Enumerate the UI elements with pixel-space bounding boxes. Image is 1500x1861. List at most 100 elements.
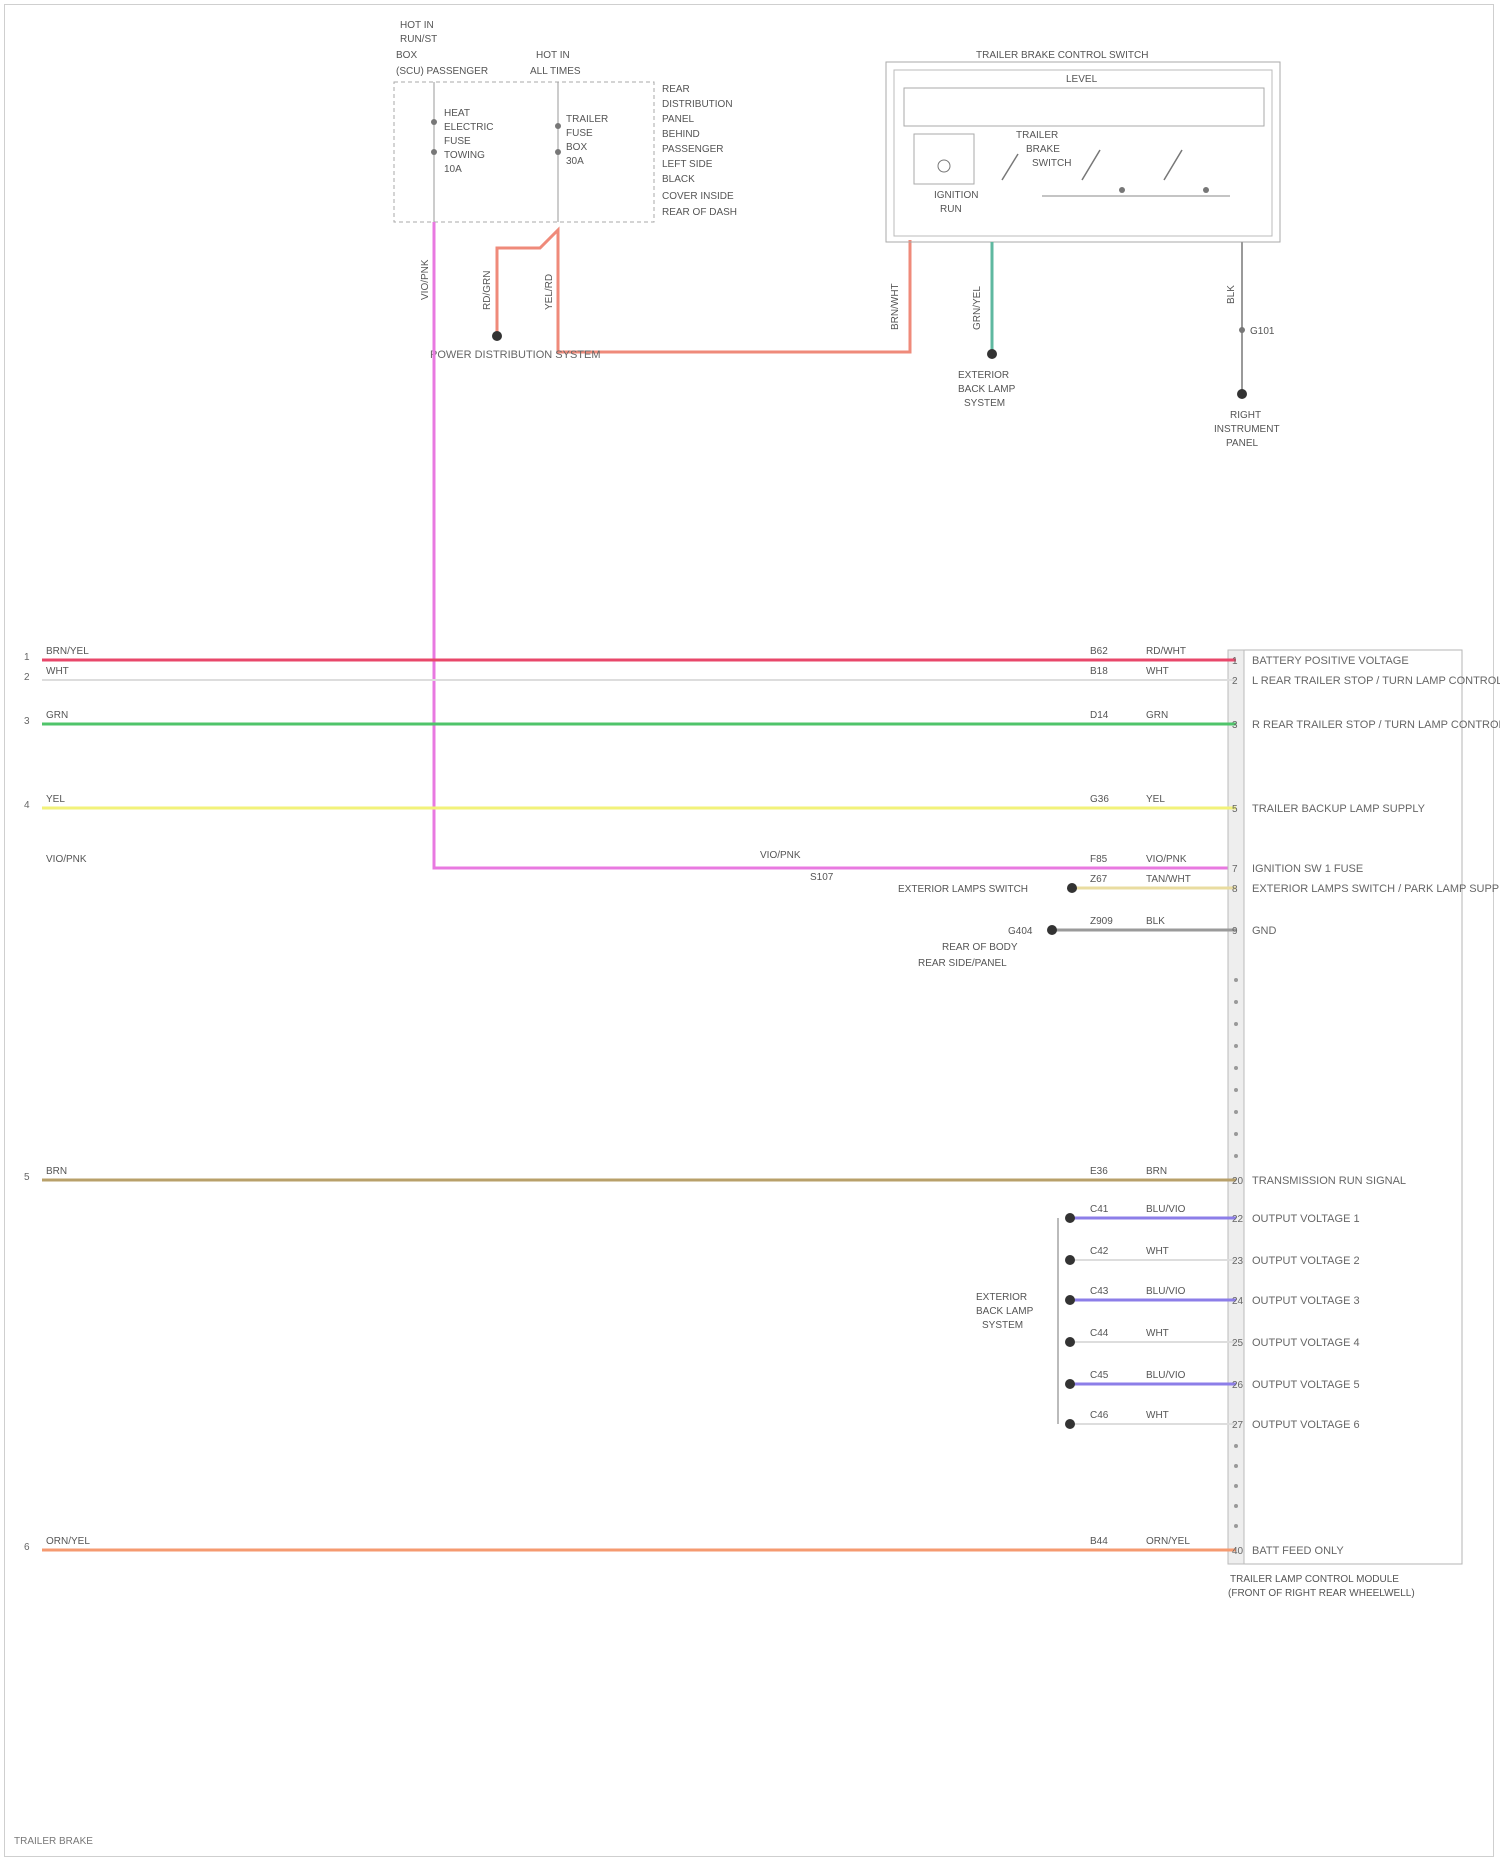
wire-splice-11: [1065, 1337, 1075, 1347]
wire-desc-12: OUTPUT VOLTAGE 5: [1252, 1379, 1360, 1391]
wire-pin-1: 2: [1232, 676, 1238, 687]
wire-circuit-3: G36: [1090, 794, 1109, 805]
fuse-left-contact: [431, 119, 437, 125]
wire-splice-10: [1065, 1295, 1075, 1305]
side-line-2: DISTRIBUTION: [662, 99, 733, 110]
left-pin-3: 3: [24, 716, 30, 727]
wire-circuit-10: C43: [1090, 1286, 1109, 1297]
ground-point: [1237, 389, 1247, 399]
brake-control-switch: TRAILER BRAKE CONTROL SWITCH LEVEL IGNIT…: [886, 50, 1280, 449]
module-header-3: BOX: [396, 50, 417, 61]
wire-colorcode-3: YEL: [1146, 794, 1165, 805]
splice-backlamp: [987, 349, 997, 359]
gnd-line-1: G404: [1008, 926, 1033, 937]
wire-circuit-2: D14: [1090, 710, 1109, 721]
wire-pin-7: 20: [1232, 1176, 1244, 1187]
left-pin-1: 1: [24, 652, 30, 663]
connector-empty-pin: [1234, 1464, 1238, 1468]
wire-label-rd-grn: RD/GRN: [482, 271, 493, 310]
wire-colorcode-0: RD/WHT: [1146, 646, 1186, 657]
brake-inner-right-2: BRAKE: [1026, 144, 1060, 155]
wire-pin-4: 7: [1232, 864, 1238, 875]
wire-desc-13: OUTPUT VOLTAGE 6: [1252, 1419, 1360, 1431]
wire-colorcode-2: GRN: [1146, 710, 1168, 721]
connector-empty-pin: [1234, 1022, 1238, 1026]
connector-empty-pin: [1234, 1000, 1238, 1004]
ground-line-2: INSTRUMENT: [1214, 424, 1280, 435]
fuse-right-contact: [555, 123, 561, 129]
wire-circuit-14: B44: [1090, 1536, 1108, 1547]
wire-colorcode-1: WHT: [1146, 666, 1169, 677]
wire-circuit-9: C42: [1090, 1246, 1109, 1257]
ground-line-3: PANEL: [1226, 438, 1258, 449]
wire-left-label-1: WHT: [46, 666, 69, 677]
wire-desc-1: L REAR TRAILER STOP / TURN LAMP CONTROL: [1252, 675, 1500, 687]
fuse-right-line-1: TRAILER: [566, 114, 608, 125]
fuse-right-contact-2: [555, 149, 561, 155]
switch-contact-1: [1002, 154, 1018, 180]
wire-pin-12: 26: [1232, 1380, 1244, 1391]
wire-left-label-7: BRN: [46, 1166, 67, 1177]
output-group-1: EXTERIOR: [976, 1292, 1027, 1303]
fuse-left-line-3: FUSE: [444, 136, 471, 147]
module-header-6: ALL TIMES: [530, 66, 581, 77]
wire-colorcode-8: BLU/VIO: [1146, 1204, 1186, 1215]
brake-inner-right-1: TRAILER: [1016, 130, 1058, 141]
wire-circuit-1: B18: [1090, 666, 1108, 677]
gnd-line-2: REAR OF BODY: [942, 942, 1018, 953]
module-header-1: HOT IN: [400, 20, 434, 31]
wire-desc-7: TRANSMISSION RUN SIGNAL: [1252, 1175, 1406, 1187]
wire-colorcode-4: VIO/PNK: [1146, 854, 1187, 865]
fuse-right-line-2: FUSE: [566, 128, 593, 139]
module-header-4: (SCU) PASSENGER: [396, 66, 488, 77]
module-title-1: TRAILER LAMP CONTROL MODULE: [1230, 1574, 1399, 1585]
wire-red-power-feed: [497, 230, 910, 352]
wire-layer: BRN/YELB62RD/WHT1BATTERY POSITIVE VOLTAG…: [42, 646, 1500, 1557]
wire-desc-0: BATTERY POSITIVE VOLTAGE: [1252, 655, 1409, 667]
connector-empty-pin: [1234, 1088, 1238, 1092]
wire-desc-4: IGNITION SW 1 FUSE: [1252, 863, 1363, 875]
wire-desc-10: OUTPUT VOLTAGE 3: [1252, 1295, 1360, 1307]
wire-colorcode-12: BLU/VIO: [1146, 1370, 1186, 1381]
wire-desc-8: OUTPUT VOLTAGE 1: [1252, 1213, 1360, 1225]
wire-colorcode-14: ORN/YEL: [1146, 1536, 1190, 1547]
wire-pin-9: 23: [1232, 1256, 1244, 1267]
wire-pin-5: 8: [1232, 884, 1238, 895]
brake-mid-line-1: EXTERIOR: [958, 370, 1009, 381]
wire-colorcode-10: BLU/VIO: [1146, 1286, 1186, 1297]
wire-desc-11: OUTPUT VOLTAGE 4: [1252, 1337, 1360, 1349]
module-header-2: RUN/ST: [400, 34, 437, 45]
wire-left-label-2: GRN: [46, 710, 68, 721]
wire-colorcode-9: WHT: [1146, 1246, 1169, 1257]
wire-pin-11: 25: [1232, 1338, 1244, 1349]
side-line-5: PASSENGER: [662, 144, 724, 155]
side-line-8: COVER INSIDE: [662, 191, 734, 202]
connector-empty-pin: [1234, 1524, 1238, 1528]
brake-inner-right-3: SWITCH: [1032, 158, 1071, 169]
brake-switch-sub: LEVEL: [1066, 74, 1098, 85]
brake-switch-outer: [886, 62, 1280, 242]
wire-pin-6: 9: [1232, 926, 1238, 937]
ground-line-1: RIGHT: [1230, 410, 1261, 421]
wire-circuit-8: C41: [1090, 1204, 1109, 1215]
fuse-left-line-1: HEAT: [444, 108, 470, 119]
wire-colorcode-7: BRN: [1146, 1166, 1167, 1177]
wire-pin-8: 22: [1232, 1214, 1244, 1225]
module-title-2: (FRONT OF RIGHT REAR WHEELWELL): [1228, 1588, 1415, 1599]
wire-splice-12: [1065, 1379, 1075, 1389]
wire-left-label-0: BRN/YEL: [46, 646, 89, 657]
fuse-left-line-5: 10A: [444, 164, 462, 175]
output-group-2: BACK LAMP: [976, 1306, 1034, 1317]
wire-splice-13: [1065, 1419, 1075, 1429]
connector-empty-pin: [1234, 978, 1238, 982]
left-pin-5: 5: [24, 1172, 30, 1183]
wire-circuit-7: E36: [1090, 1166, 1108, 1177]
brake-wire-left: BRN/WHT: [890, 283, 901, 330]
splice-power-dist: [492, 331, 502, 341]
connector-empty-pin: [1234, 1066, 1238, 1070]
wire-colorcode-5: TAN/WHT: [1146, 874, 1191, 885]
wire-pin-13: 27: [1232, 1420, 1244, 1431]
ground-splice: [1239, 327, 1245, 333]
wire-circuit-6: Z909: [1090, 916, 1113, 927]
